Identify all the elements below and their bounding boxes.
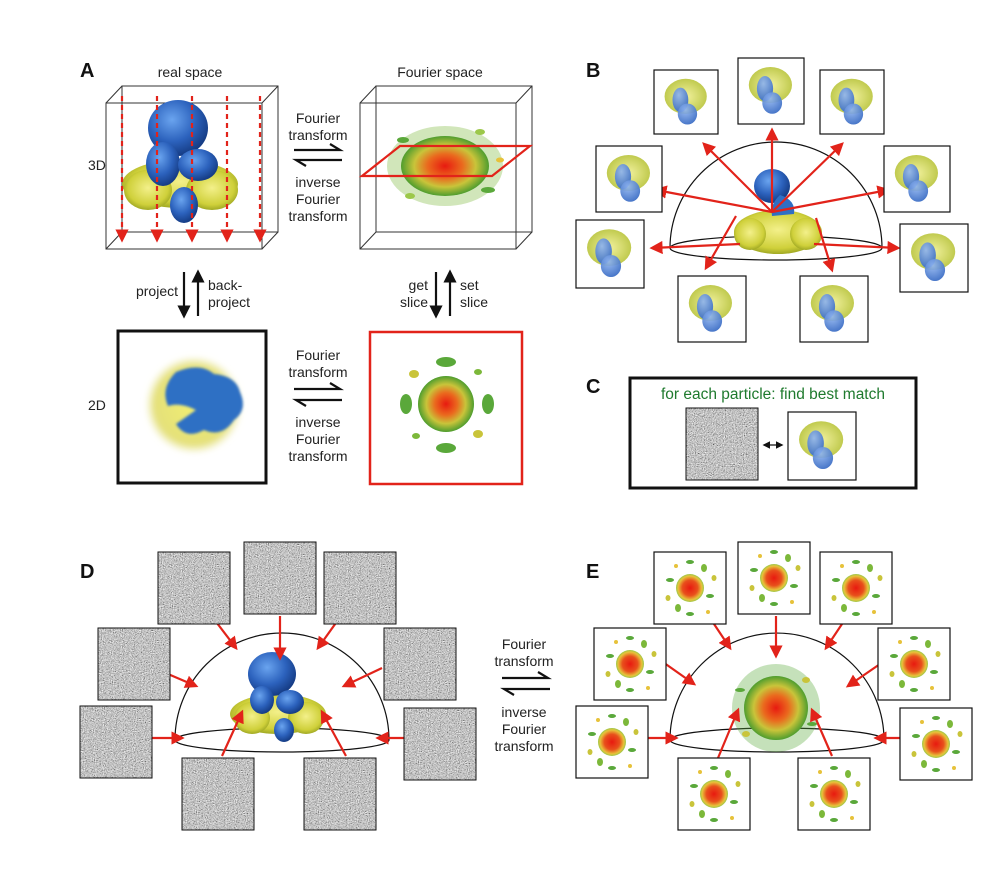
projection-2d-image	[146, 357, 243, 453]
fourier-slice-thumbnail	[899, 707, 973, 781]
bottom-transform-arrows: Fourier transform inverse Fourier transf…	[288, 347, 347, 464]
projection-hemisphere	[669, 141, 883, 249]
svg-text:transform: transform	[288, 448, 347, 464]
fourier-slice-thumbnails	[575, 541, 973, 831]
svg-text:Fourier: Fourier	[296, 110, 341, 126]
top-transform-arrows: Fourier transform inverse Fourier transf…	[288, 110, 347, 224]
panel-e-letter: E	[586, 561, 599, 583]
panel-b: B	[575, 57, 969, 343]
fourier-volume	[732, 664, 820, 752]
panel-a-letter: A	[80, 60, 94, 82]
particle-image	[383, 627, 457, 701]
thumbnail	[575, 219, 645, 289]
best-match-caption: for each particle: find best match	[661, 386, 885, 403]
central-slice-plane	[358, 144, 534, 178]
fourier-space-label: Fourier space	[397, 64, 483, 80]
fourier-slice-thumbnail	[819, 551, 893, 625]
fourier-slice-thumbnail	[797, 757, 871, 831]
svg-text:Fourier: Fourier	[296, 431, 341, 447]
svg-text:transform: transform	[288, 127, 347, 143]
fourier-slice-thumbnail	[677, 757, 751, 831]
protein-density-3d	[122, 100, 238, 223]
particle-image	[303, 757, 377, 831]
particle-image	[181, 757, 255, 831]
panel-c-frame	[628, 376, 918, 490]
particle-image	[243, 541, 317, 615]
svg-text:Fourier: Fourier	[296, 191, 341, 207]
particle-image	[97, 627, 171, 701]
svg-text:transform: transform	[494, 653, 553, 669]
projection-rays	[115, 96, 267, 243]
fourier-density-3d	[387, 126, 504, 206]
svg-text:set: set	[460, 277, 479, 293]
thumbnail	[737, 57, 805, 125]
thumbnail	[595, 145, 663, 213]
svg-text:project: project	[208, 294, 250, 310]
panel-c-letter: C	[586, 376, 600, 398]
particle-images	[79, 541, 477, 831]
thumbnail	[819, 69, 885, 135]
svg-text:transform: transform	[288, 208, 347, 224]
view-direction-arrows	[649, 127, 901, 273]
particle-image	[403, 707, 477, 781]
svg-text:Fourier: Fourier	[502, 636, 547, 652]
svg-text:slice: slice	[460, 294, 488, 310]
svg-text:inverse: inverse	[501, 704, 546, 720]
fourier-slice-2d-image	[400, 357, 494, 453]
particle-image	[685, 407, 759, 481]
svg-text:transform: transform	[494, 738, 553, 754]
svg-text:transform: transform	[288, 364, 347, 380]
svg-text:project: project	[136, 283, 178, 299]
panel-d-letter: D	[80, 561, 94, 583]
fourier-slice-thumbnail	[737, 541, 811, 615]
fourier-slice-thumbnail	[653, 551, 727, 625]
slice-arrows: get slice set slice	[400, 269, 488, 319]
panel-c: C for each particle: find best match	[586, 376, 918, 490]
svg-text:Fourier: Fourier	[296, 347, 341, 363]
reconstructed-density	[230, 652, 326, 742]
svg-text:back-: back-	[208, 277, 243, 293]
thumbnail	[653, 69, 719, 135]
fourier-slice-thumbnail	[575, 705, 649, 779]
matched-projection	[787, 411, 857, 481]
reconstruction-hemisphere	[174, 632, 390, 741]
fourier-space-cube	[359, 85, 533, 250]
fourier-slice-thumbnail	[593, 627, 667, 701]
row-2d-label: 2D	[88, 397, 106, 413]
fourier-slice-thumbnail	[877, 627, 951, 701]
panel-b-letter: B	[586, 60, 600, 82]
panel-d: D	[79, 541, 477, 831]
thumbnail	[899, 223, 969, 293]
project-arrows: project back- project	[136, 269, 250, 319]
panel-e: E	[575, 541, 973, 831]
svg-text:get: get	[409, 277, 429, 293]
row-3d-label: 3D	[88, 157, 106, 173]
projection-thumbnails	[575, 57, 969, 343]
backprojection-arrows	[150, 605, 404, 757]
particle-image	[323, 551, 397, 625]
svg-text:slice: slice	[400, 294, 428, 310]
central-density-map	[734, 169, 822, 254]
svg-text:inverse: inverse	[295, 414, 340, 430]
thumbnail	[799, 275, 869, 343]
svg-text:Fourier: Fourier	[502, 721, 547, 737]
particle-image	[157, 551, 231, 625]
thumbnail	[883, 145, 951, 213]
panel-a: A real space Fourier space 3D 2D	[80, 60, 534, 486]
de-transform-arrows: Fourier transform inverse Fourier transf…	[494, 636, 553, 754]
thumbnail	[677, 275, 747, 343]
real-space-label: real space	[158, 64, 223, 80]
particle-image	[79, 705, 153, 779]
svg-text:inverse: inverse	[295, 174, 340, 190]
